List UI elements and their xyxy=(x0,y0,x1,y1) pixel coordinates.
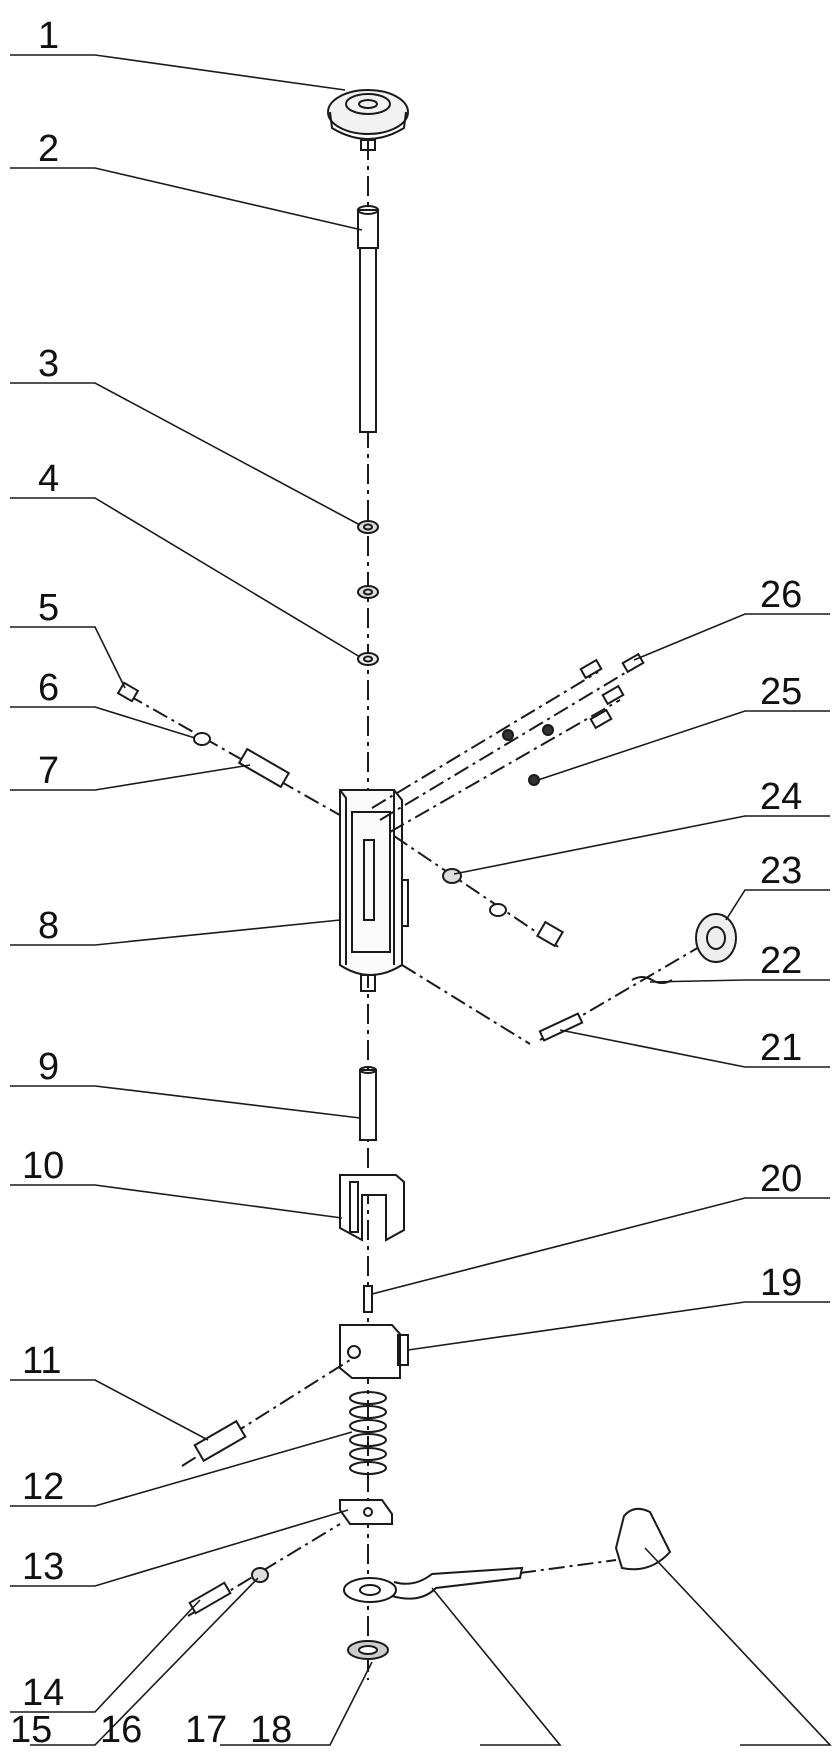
label-11: 11 xyxy=(22,1340,61,1382)
label-20: 20 xyxy=(760,1158,802,1200)
leader-6 xyxy=(10,706,196,739)
label-1: 1 xyxy=(38,15,59,57)
leader-16 xyxy=(431,1587,562,1746)
part-handle-17 xyxy=(614,1507,672,1571)
label-18: 18 xyxy=(250,1709,292,1751)
label-6: 6 xyxy=(38,667,59,709)
part-lever-16 xyxy=(343,1566,524,1603)
leader-14 xyxy=(10,1599,201,1713)
part-washer-24 xyxy=(442,868,565,948)
part-knob-23 xyxy=(695,913,737,963)
leader-7 xyxy=(10,764,251,791)
part-knob xyxy=(327,89,409,151)
part-screw-14 xyxy=(188,1581,232,1615)
label-4: 4 xyxy=(38,458,59,500)
part-nut-lower xyxy=(357,585,379,599)
label-9: 9 xyxy=(38,1046,59,1088)
leader-9 xyxy=(10,1085,361,1119)
leader-22 xyxy=(649,979,830,983)
label-24: 24 xyxy=(760,776,802,818)
leader-17 xyxy=(644,1547,832,1746)
left-upper-axis xyxy=(127,694,346,819)
label-3: 3 xyxy=(38,343,59,385)
part-block-19 xyxy=(339,1324,409,1379)
part-nuts-25 xyxy=(502,724,554,786)
label-26: 26 xyxy=(760,574,802,616)
part-pin-20 xyxy=(363,1285,373,1313)
label-10: 10 xyxy=(22,1145,64,1187)
right-upper-axis-a xyxy=(371,671,599,809)
label-25: 25 xyxy=(760,671,802,713)
label-21: 21 xyxy=(760,1027,802,1069)
leader-19 xyxy=(407,1301,830,1351)
label-17: 17 xyxy=(185,1709,227,1751)
leader-26 xyxy=(633,613,830,661)
label-5: 5 xyxy=(38,587,59,629)
right-upper-axis-b xyxy=(379,663,641,821)
leader-3 xyxy=(10,382,361,526)
leader-1 xyxy=(10,54,346,91)
right-lower-axis xyxy=(401,964,531,1045)
label-7: 7 xyxy=(38,750,59,792)
part-nut-15 xyxy=(251,1567,269,1583)
part-bushing-left xyxy=(237,747,291,789)
leader-25 xyxy=(537,710,830,781)
label-16: 16 xyxy=(100,1709,142,1751)
leader-5 xyxy=(10,626,126,689)
part-bolt-21 xyxy=(538,1012,584,1042)
part-plate-13 xyxy=(339,1499,393,1525)
leader-15 xyxy=(30,1577,259,1746)
leader-12 xyxy=(10,1431,353,1507)
leader-24 xyxy=(453,815,830,875)
part-spring-12 xyxy=(349,1391,387,1475)
part-nut-18 xyxy=(347,1640,389,1660)
leader-2 xyxy=(10,167,363,231)
label-23: 23 xyxy=(760,850,802,892)
leader-18 xyxy=(220,1661,373,1746)
part-housing xyxy=(339,789,409,992)
leader-20 xyxy=(371,1197,830,1295)
leader-11 xyxy=(10,1379,209,1441)
handle-axis xyxy=(519,1559,617,1574)
part-screw-left xyxy=(116,681,140,703)
label-15: 15 xyxy=(10,1709,52,1751)
part-ublock-10 xyxy=(339,1174,405,1242)
part-rod xyxy=(357,205,379,433)
leader-23 xyxy=(725,889,830,921)
label-2: 2 xyxy=(38,128,59,170)
part-washer xyxy=(357,652,379,666)
part-washer-left xyxy=(193,732,211,746)
leader-4 xyxy=(10,497,361,658)
label-14: 14 xyxy=(22,1672,64,1714)
label-13: 13 xyxy=(22,1546,64,1588)
leader-13 xyxy=(10,1509,349,1587)
part-nut-upper xyxy=(357,520,379,534)
label-22: 22 xyxy=(760,940,802,982)
part-pin-11 xyxy=(193,1419,247,1463)
right-mid-axis xyxy=(393,835,561,949)
leader-21 xyxy=(559,1029,830,1068)
part-pin-9 xyxy=(359,1066,377,1141)
label-19: 19 xyxy=(760,1262,802,1304)
right-upper-axis-c xyxy=(389,699,621,833)
leader-8 xyxy=(10,919,341,946)
part-screws-26 xyxy=(579,652,645,730)
leader-10 xyxy=(10,1184,343,1219)
label-12: 12 xyxy=(22,1466,64,1508)
label-8: 8 xyxy=(38,905,59,947)
